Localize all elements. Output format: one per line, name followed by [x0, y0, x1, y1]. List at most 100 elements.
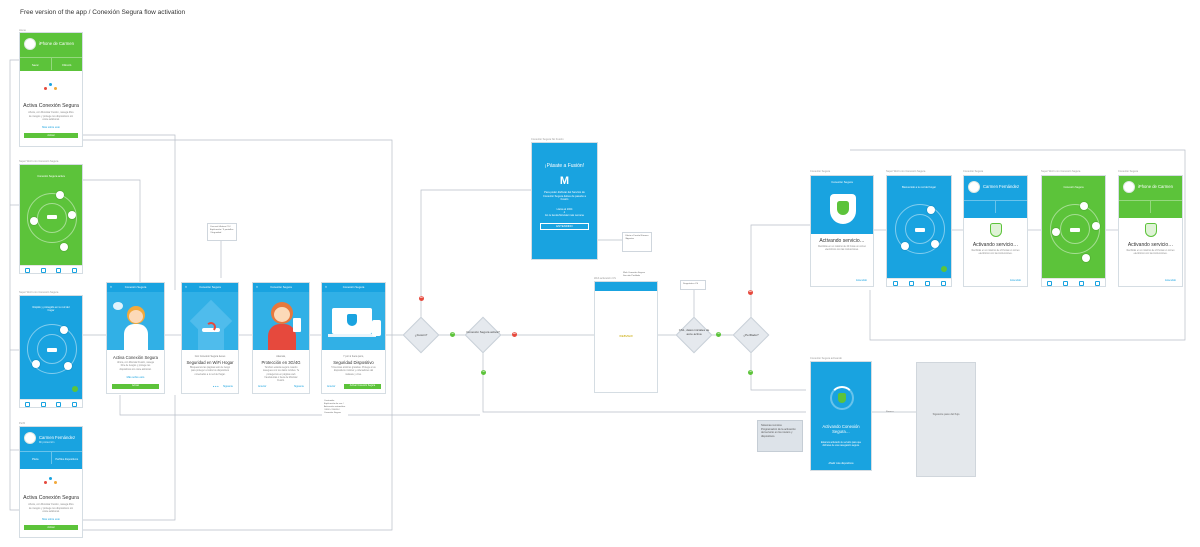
profile-promo-screen: Carmen Fernández Mi protección Plaza Per… — [19, 426, 83, 538]
tab-icon[interactable] — [935, 279, 951, 286]
tab-icon[interactable] — [67, 400, 83, 407]
add-device-button[interactable] — [941, 266, 947, 272]
device-icon[interactable] — [64, 362, 72, 370]
fusion-note: Oferta a Fusión Número / Agentes — [622, 232, 652, 252]
device-icon[interactable] — [1082, 254, 1090, 262]
activating-header: Carmen Fernández — [964, 176, 1027, 218]
onboarding-header: Conexión Segura — [342, 285, 365, 289]
tab-icon[interactable] — [51, 266, 67, 273]
onboarding-description: También estarás seguro cuando navegues c… — [262, 367, 300, 383]
onboarding-note: Carrusel: Activar CS / Explicación / 3 p… — [207, 223, 237, 241]
tab-icon[interactable] — [1058, 279, 1074, 286]
tab-icon[interactable] — [67, 266, 83, 273]
activating-title: Activando servicio… — [972, 242, 1019, 248]
tab-icon[interactable] — [36, 266, 52, 273]
add-devices-link[interactable]: Añadir más dispositivos — [828, 462, 854, 465]
tab-icon[interactable] — [51, 400, 67, 407]
close-icon[interactable]: × — [325, 285, 328, 289]
progress-spinner — [830, 386, 854, 410]
onboarding-footer: Anterior Siguiente — [256, 384, 306, 390]
understood-button[interactable]: ENTENDIDO — [540, 222, 589, 230]
webview-note: Web Conexión Segura Sección Perfilado — [621, 270, 651, 278]
promo-link[interactable]: Más sobre esto — [42, 125, 60, 129]
device-icon[interactable] — [901, 242, 909, 250]
close-icon[interactable]: × — [110, 285, 113, 289]
device-icon[interactable] — [68, 211, 76, 219]
activating-screen-4: Conexión Segura — [1041, 175, 1106, 287]
tab-icon[interactable] — [1042, 279, 1058, 286]
decision-label: ¿Perfilado? — [743, 333, 759, 337]
device-icon[interactable] — [927, 206, 935, 214]
onboarding-title: Protección en 3G/4G — [261, 360, 301, 365]
tile-right[interactable]: Filtreció — [50, 58, 83, 70]
tile-left[interactable] — [1119, 201, 1150, 213]
onboarding-link[interactable]: Más sobre esto — [126, 375, 145, 379]
device-icon[interactable] — [30, 217, 38, 225]
device-icon[interactable] — [32, 360, 40, 368]
tab-icon[interactable] — [36, 400, 52, 407]
understood-link[interactable]: Entendido — [1165, 279, 1176, 282]
onboarding-kicker: Y por si fuera poco, — [343, 355, 364, 358]
tile-left[interactable]: Savar — [31, 64, 39, 67]
device-icon[interactable] — [60, 326, 68, 334]
connector-promo-top — [83, 134, 176, 290]
fusion-or: ó — [563, 210, 566, 214]
promo-activate-button[interactable]: Activar — [24, 524, 78, 530]
close-icon[interactable]: × — [256, 285, 259, 289]
shield-icon — [830, 194, 856, 224]
understood-link[interactable]: Entendido — [1010, 279, 1021, 282]
tab-icon[interactable] — [887, 279, 903, 286]
tile-left[interactable]: Plaza — [32, 458, 39, 461]
radar-ring — [27, 324, 77, 374]
promo-description: Ahora, con Movistar Fusión, navega libre… — [28, 503, 74, 514]
device-icon[interactable] — [931, 240, 939, 248]
tile-right[interactable] — [1150, 201, 1182, 213]
activate-button[interactable]: Activar — [112, 384, 159, 389]
screen-caption: Conexión Segura No Fusión — [531, 138, 564, 141]
device-icon[interactable] — [56, 191, 64, 199]
connector-top-run — [850, 149, 1186, 341]
tab-icon[interactable] — [20, 266, 36, 273]
device-icon[interactable] — [60, 243, 68, 251]
device-icon[interactable] — [1080, 202, 1088, 210]
promo-title: Activa Conexión Segura — [23, 103, 79, 109]
tile-right[interactable]: Perfiles dispositivos — [50, 452, 83, 464]
activating-cs-screen: Activando Conexión Segura… Estamos activ… — [810, 361, 872, 471]
onboarding-kicker: Además, — [276, 355, 286, 358]
home-devices-green-screen: Conexión Segura activa — [19, 164, 83, 274]
avatar[interactable] — [24, 432, 36, 444]
connector-d1-up — [420, 189, 531, 318]
activate-cs-button[interactable]: Activar Conexión Segura — [344, 384, 381, 389]
understood-link[interactable]: Entendido — [856, 279, 867, 282]
device-icon[interactable] — [1092, 222, 1100, 230]
screen-caption: Conexión Segura — [1118, 170, 1139, 173]
tile-left[interactable] — [964, 201, 995, 213]
device-icon[interactable] — [1052, 228, 1060, 236]
avatar[interactable] — [24, 38, 36, 50]
prev-link[interactable]: Anterior — [327, 385, 336, 388]
tab-icon[interactable] — [919, 279, 935, 286]
add-device-button[interactable] — [72, 386, 78, 392]
decision-label: Conexión Segura activa? — [466, 330, 500, 334]
tab-icon[interactable] — [903, 279, 919, 286]
avatar[interactable] — [1123, 181, 1135, 193]
profile-name: Carmen Fernández — [983, 184, 1020, 189]
tile-right[interactable] — [995, 201, 1027, 213]
home-promo-screen: iPhone de Carmen Savar Filtreció Activa … — [19, 32, 83, 147]
close-icon[interactable]: × — [185, 285, 188, 289]
promo-link[interactable]: Más sobre esto — [42, 517, 60, 521]
tab-icon[interactable] — [1089, 279, 1105, 286]
promo-activate-button[interactable]: Activar — [24, 132, 78, 138]
screen-header: Conexión Segura activa — [37, 175, 65, 178]
tab-icon[interactable] — [20, 400, 36, 407]
activating-title: Activando servicio… — [1127, 242, 1174, 248]
onboarding-screen-4: ×Conexión Segura Y por si fuera poco, Se… — [321, 282, 386, 394]
avatar[interactable] — [968, 181, 980, 193]
next-link[interactable]: Siguiente — [223, 385, 233, 388]
no-badge: NO — [512, 332, 517, 337]
connector-left-rail — [9, 59, 19, 511]
tab-icon[interactable] — [1074, 279, 1090, 286]
shield-illustration — [1119, 218, 1182, 238]
next-link[interactable]: Siguiente — [294, 385, 304, 388]
prev-link[interactable]: Anterior — [258, 385, 267, 388]
